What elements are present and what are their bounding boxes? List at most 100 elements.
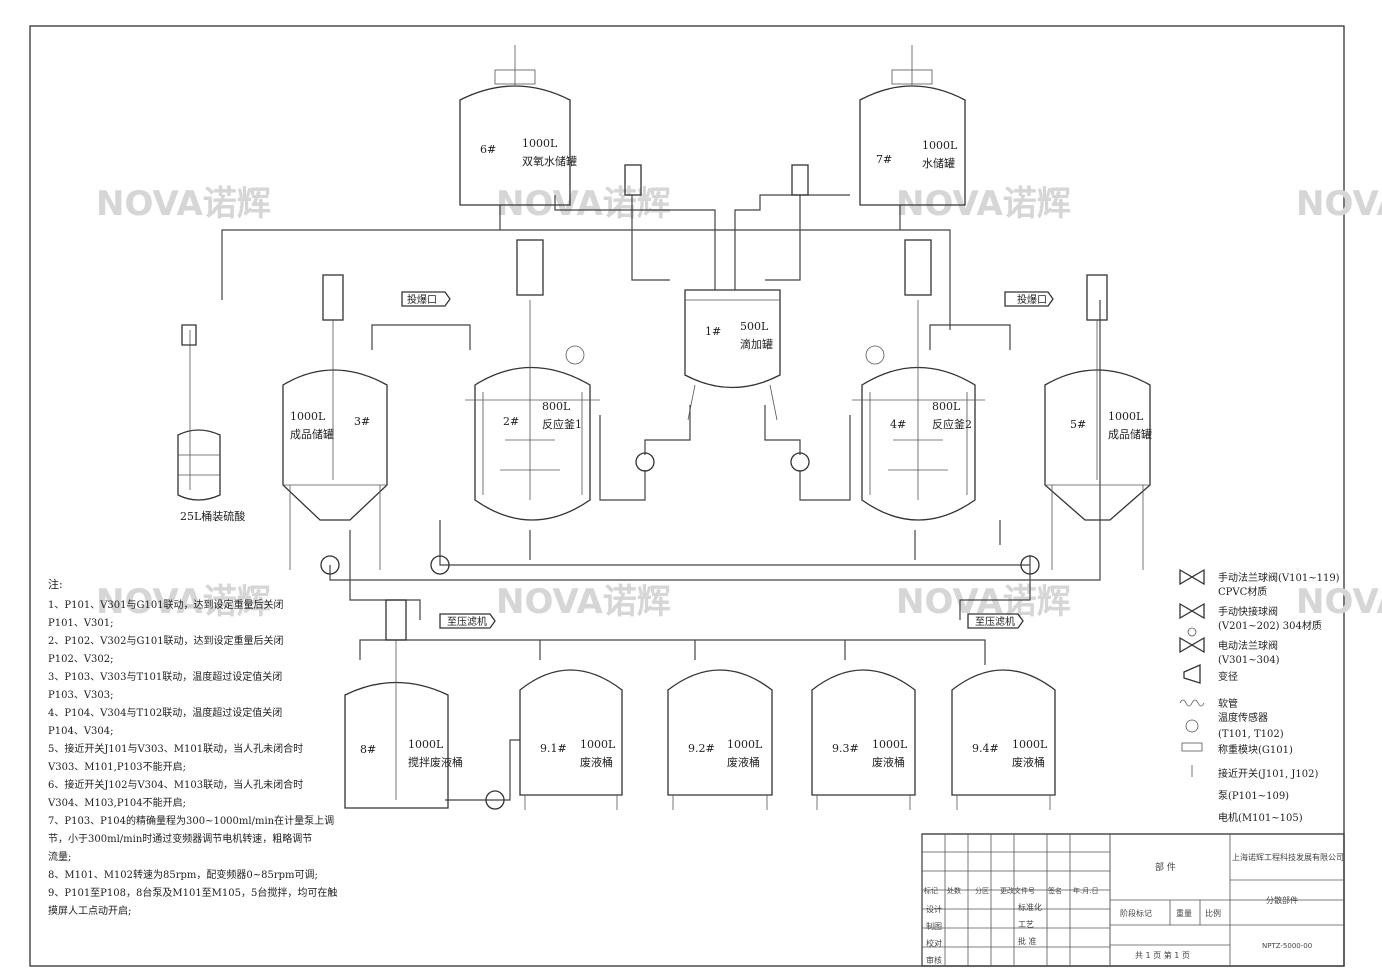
- legend-label: 手动快接球阀: [1218, 605, 1278, 618]
- tank-name: 废液桶: [1012, 755, 1045, 769]
- reactor-body: [474, 366, 591, 521]
- pipe: [599, 415, 646, 501]
- title-row-label: 审核: [926, 955, 942, 965]
- pipe: [959, 555, 1031, 620]
- tank-body: [859, 85, 966, 206]
- tank-body: [951, 669, 1056, 796]
- tank-name: 滴加罐: [740, 337, 773, 351]
- tank-name: 双氧水储罐: [522, 154, 577, 168]
- pipe: [734, 194, 850, 290]
- tank-number: 8#: [360, 743, 376, 756]
- port-label: 投爆口: [407, 293, 437, 306]
- tank-7: 7# 1000L 水储罐: [859, 45, 966, 206]
- tank-number: 9.2#: [688, 742, 715, 755]
- waste-tank-9-1: 9.1# 1000L 废液桶: [519, 669, 623, 810]
- watermark: NOVA诺辉: [496, 184, 671, 224]
- waste-tank-9-4: 9.4# 1000L 废液桶: [951, 669, 1056, 810]
- reactor-jacket: [482, 392, 583, 495]
- tank-capacity: 1000L: [290, 410, 326, 423]
- tank-8: 8# 1000L 搅拌废液桶: [344, 599, 463, 809]
- reactor-body: [861, 366, 976, 521]
- note-line: P101、V301;: [48, 618, 114, 629]
- reactor-2: 2# 800L 反应釜1: [465, 239, 600, 521]
- legend-label: 电机(M101~105): [1218, 811, 1303, 824]
- agitator-motor: [904, 239, 932, 296]
- drawing-number: NPTZ-5000-00: [1262, 942, 1312, 950]
- legend-label: 变径: [1218, 670, 1238, 683]
- tank-name: 废液桶: [872, 755, 905, 769]
- notes-title: 注:: [48, 577, 63, 591]
- tank-capacity: 1000L: [408, 738, 444, 751]
- pumps: [320, 452, 1040, 810]
- title-stage-label: 阶段标记: [1120, 908, 1152, 918]
- tank-1: 1# 500L 滴加罐: [684, 289, 781, 421]
- note-line: 3、P103、V303与T101联动，温度超过设定值关闭: [48, 670, 282, 683]
- pipe: [799, 415, 851, 501]
- title-part: 部 件: [1155, 861, 1176, 873]
- filter-body: [624, 164, 642, 196]
- pipe: [644, 405, 691, 455]
- agitator-motor: [1086, 274, 1108, 321]
- pipe: [371, 324, 471, 350]
- tank-body: [684, 289, 781, 389]
- note-line: V303、M101,P103不能开启;: [47, 760, 186, 773]
- watermark: NOVA诺辉: [896, 184, 1071, 224]
- drum-pump-head: [181, 324, 197, 346]
- title-mid-label: 批 准: [1018, 936, 1037, 946]
- pipe-waste-header: [359, 639, 986, 665]
- tank-capacity: 1000L: [872, 738, 908, 751]
- title-stage-label: 重量: [1176, 908, 1192, 918]
- waste-tank-9-2: 9.2# 1000L 废液桶: [667, 669, 773, 810]
- filter-label: 至压滤机: [447, 615, 487, 628]
- note-line: 1、P101、V301与G101联动，达到设定重量后关闭: [48, 598, 284, 611]
- pump-icon: [320, 555, 340, 575]
- note-line: P103、V303;: [48, 690, 114, 701]
- metering-pump-icon: [635, 452, 655, 472]
- agitator-motor: [322, 274, 344, 321]
- filter-press-right: 至压滤机: [967, 613, 1024, 629]
- tank-capacity: 1000L: [727, 738, 763, 751]
- hose-icon: [1179, 699, 1205, 707]
- watermark: NOVA诺辉: [96, 582, 271, 622]
- tank-leg: [769, 384, 778, 421]
- feed-port-left: 投爆口: [401, 291, 451, 307]
- legend-label: 手动法兰球阀(V101~119): [1218, 571, 1340, 584]
- electric-flange-ball-valve-icon: [1179, 627, 1205, 654]
- reactor-capacity: 800L: [932, 400, 961, 413]
- filter-flag: [439, 613, 496, 629]
- watermark: NOVA诺辉: [96, 184, 271, 224]
- tank-6: 6# 1000L 双氧水储罐: [459, 45, 577, 206]
- title-row-label: 校对: [926, 938, 942, 948]
- pump-icon: [1020, 555, 1040, 575]
- tank-number: 7#: [876, 153, 892, 166]
- tank-body: [667, 669, 773, 796]
- note-line: 7、P103、P104的精确量程为300~1000ml/min在计量泵上调: [48, 814, 334, 827]
- tank-body: [459, 85, 571, 206]
- piping: [221, 194, 1101, 801]
- reactor-name: 反应釜2: [932, 417, 972, 431]
- tank-name: 水储罐: [922, 156, 955, 170]
- weighing-module-icon: [1181, 742, 1203, 752]
- legend-label: 泵(P101~109): [1218, 790, 1289, 802]
- filter-label: 至压滤机: [975, 615, 1015, 628]
- inline-filter-left: [624, 164, 642, 196]
- metering-pump-icon: [790, 452, 810, 472]
- pipe: [349, 530, 421, 620]
- note-line: V304、M103,P104不能开启;: [47, 796, 186, 809]
- legend-label: 称重模块(G101): [1218, 743, 1293, 756]
- pipe: [764, 405, 801, 455]
- note-line: 节，小于300ml/min时通过变频器调节电机转速，粗略调节: [48, 832, 312, 845]
- legend-label: 电动法兰球阀: [1218, 639, 1278, 652]
- title-header: 分区: [975, 886, 989, 895]
- tank-body: [1044, 369, 1151, 521]
- filter-body: [791, 164, 809, 196]
- tank-capacity: 1000L: [922, 139, 958, 152]
- pipe: [765, 195, 801, 281]
- legend-label: 接近开关(J101, J102): [1218, 767, 1318, 780]
- manual-flange-ball-valve-icon: [1179, 568, 1205, 586]
- pipe: [631, 195, 670, 281]
- title-header: 标记: [924, 886, 938, 895]
- legend-label: CPVC材质: [1218, 585, 1267, 598]
- legend-label: (V301~304): [1218, 655, 1280, 666]
- watermark: NOVA诺辉: [496, 582, 671, 622]
